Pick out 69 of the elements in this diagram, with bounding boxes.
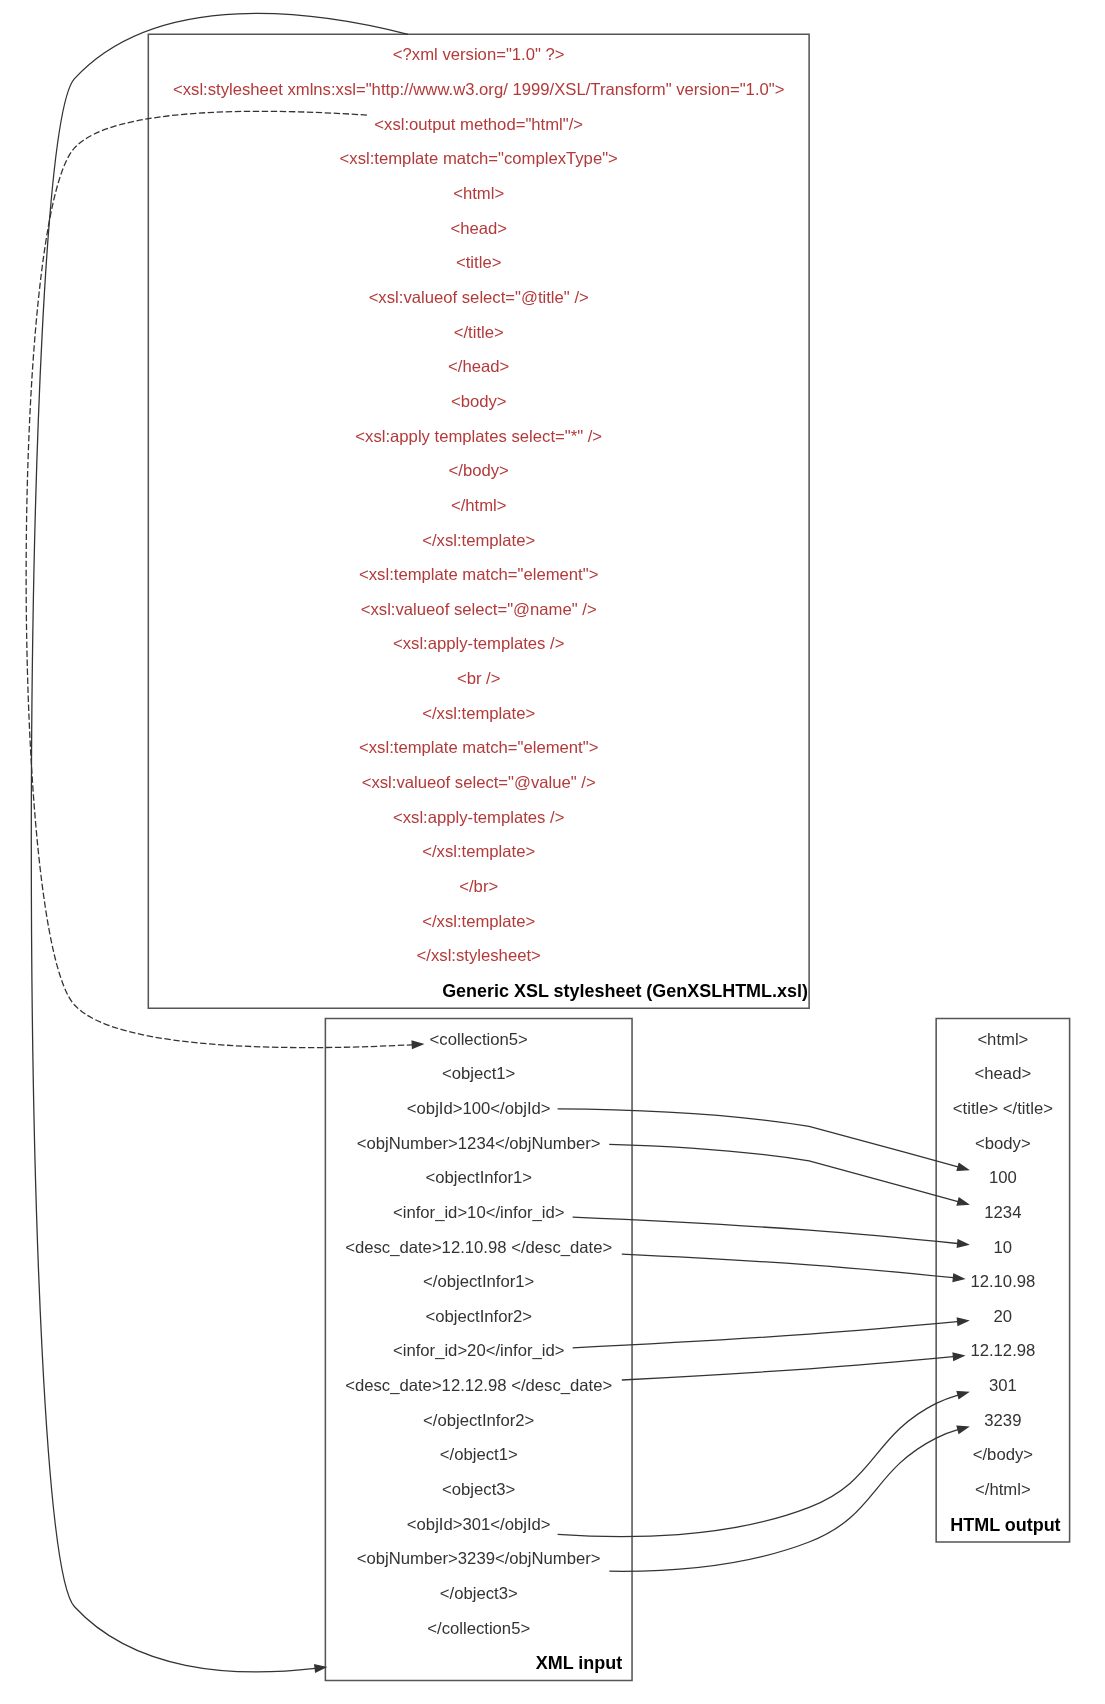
node-text: <xsl:template match="complexType"> <box>339 149 618 169</box>
node-text: <html> <box>452 184 504 204</box>
node-text: <xsl:valueof select="@value" /> <box>361 773 596 793</box>
node-text: </html> <box>450 495 507 515</box>
node-text: <head> <box>449 218 507 238</box>
node-text: <xsl:output method="html"/> <box>373 114 583 134</box>
arrow <box>25 110 424 1050</box>
node-text: <html> <box>976 1029 1028 1049</box>
node-text: </xsl:template> <box>421 911 535 931</box>
node-text: 1234 <box>983 1202 1021 1222</box>
arrow <box>571 1317 970 1349</box>
node-text: <xsl:template match="element"> <box>358 565 598 585</box>
node-text: </object3> <box>439 1583 518 1603</box>
node-text: <collection5> <box>429 1029 528 1049</box>
node-text: </xsl:template> <box>421 530 535 550</box>
node-text: 10 <box>993 1237 1012 1257</box>
node-text: <xsl:valueof select="@title" /> <box>368 287 589 307</box>
node-text: <objId>100</objId> <box>406 1098 551 1118</box>
node-text: <xsl:apply-templates /> <box>392 807 564 827</box>
node-text: 3239 <box>983 1410 1021 1430</box>
node-text: </objectInfor2> <box>422 1410 534 1430</box>
node-text: 20 <box>993 1306 1012 1326</box>
node-text: 100 <box>988 1168 1017 1188</box>
node-text: <xsl:stylesheet xmlns:xsl="http://www.w3.org/ 1999/XSL/Transform" version="1.0"> <box>172 80 784 100</box>
node-text: </head> <box>447 357 509 377</box>
node-text: </html> <box>974 1480 1031 1500</box>
node-text: <body> <box>450 391 507 411</box>
node-text: <head> <box>974 1064 1031 1084</box>
node-text: </xsl:template> <box>421 842 535 862</box>
node-text: <infor_id>20</infor_id> <box>392 1341 564 1361</box>
node-text: <objNumber>3239</objNumber> <box>356 1549 601 1569</box>
node-text: <br /> <box>456 669 500 689</box>
node-text: <body> <box>974 1133 1031 1153</box>
node-text: </title> <box>453 322 504 342</box>
node-text: <infor_id>10</infor_id> <box>392 1202 564 1222</box>
node-text: </xsl:stylesheet> <box>416 946 541 966</box>
arrow <box>608 1143 970 1206</box>
node-text: <objectInfor2> <box>424 1306 532 1326</box>
arrow <box>556 1108 970 1172</box>
arrow <box>30 12 409 1673</box>
node-text: <xsl:apply templates select="*" /> <box>354 426 602 446</box>
node-text: <desc_date>12.10.98 </desc_date> <box>344 1237 612 1257</box>
node-text: <?xml version="1.0" ?> <box>392 45 565 65</box>
node-text: </object1> <box>439 1445 518 1465</box>
arrow <box>608 1425 970 1572</box>
node-text: </xsl:template> <box>421 703 535 723</box>
node-text: 12.10.98 <box>969 1272 1035 1292</box>
arrow <box>556 1390 970 1538</box>
node-text: <xsl:valueof select="@name" /> <box>360 599 597 619</box>
node-text: <title> </title> <box>952 1098 1053 1118</box>
node-text: 301 <box>988 1376 1017 1396</box>
node-text: </body> <box>972 1445 1033 1465</box>
node-text: <object1> <box>441 1064 515 1084</box>
node-text: 12.12.98 <box>969 1341 1035 1361</box>
arrow <box>620 1253 966 1283</box>
node-text: <objectInfor1> <box>424 1168 532 1188</box>
node-text: </collection5> <box>426 1618 530 1638</box>
arrow <box>620 1352 966 1381</box>
node-text: </body> <box>448 461 509 481</box>
node-text: <xsl:template match="element"> <box>358 738 598 758</box>
node-text: </br> <box>458 876 498 896</box>
node-text: <objId>301</objId> <box>406 1514 551 1534</box>
node-text: <xsl:apply-templates /> <box>392 634 564 654</box>
node-text: <objNumber>1234</objNumber> <box>356 1133 601 1153</box>
arrow <box>571 1216 970 1248</box>
node-text: <object3> <box>441 1480 515 1500</box>
node-text: </objectInfor1> <box>422 1272 534 1292</box>
node-text: <desc_date>12.12.98 </desc_date> <box>344 1376 612 1396</box>
node-text: <title> <box>455 253 501 273</box>
